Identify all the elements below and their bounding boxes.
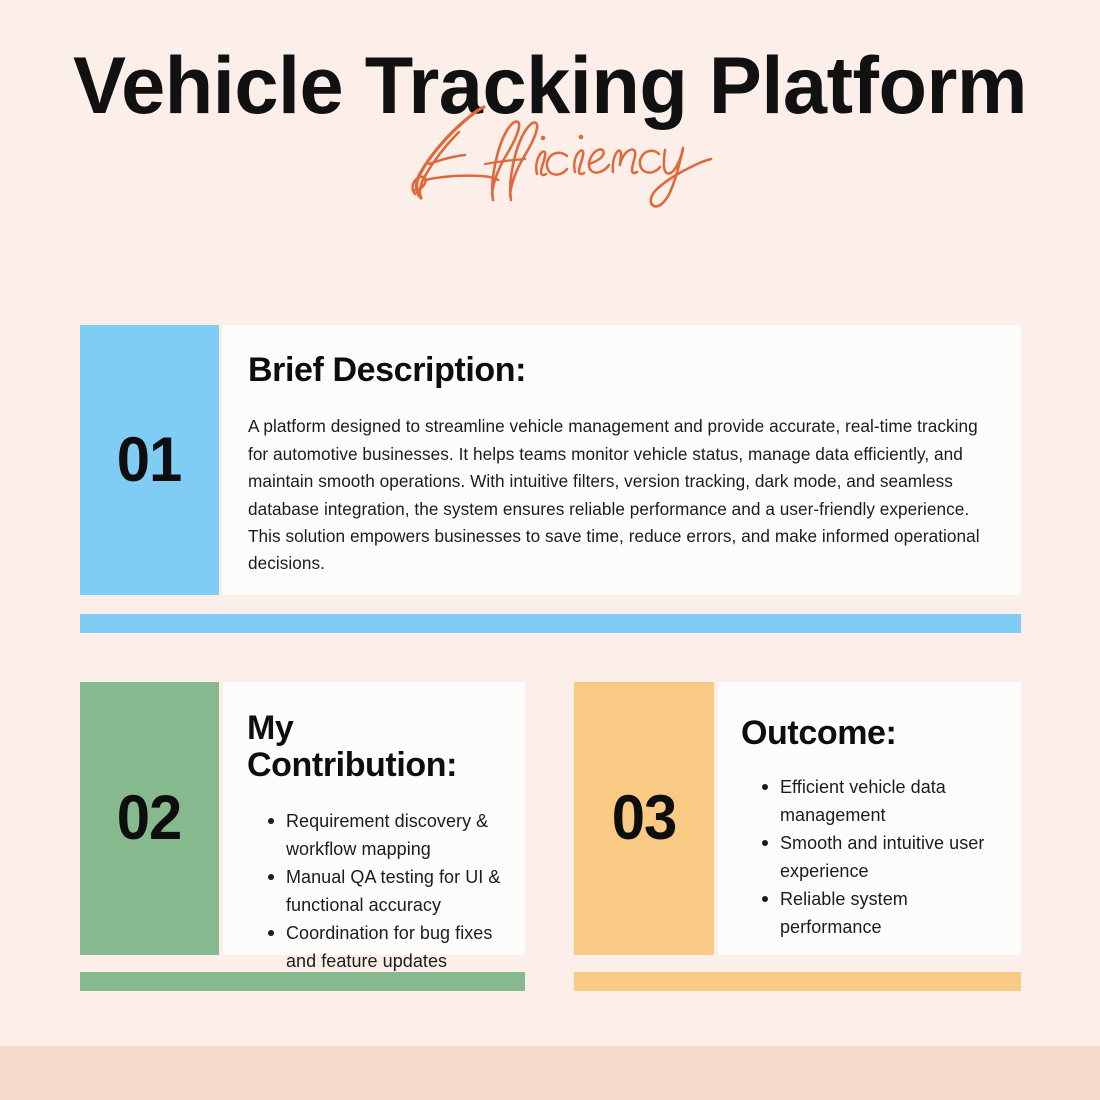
accent-bar-01 bbox=[80, 614, 1021, 633]
card-heading-02: My Contribution: bbox=[247, 709, 458, 785]
card-heading-03: Outcome: bbox=[741, 714, 897, 752]
list-item: Requirement discovery & workflow mapping bbox=[268, 807, 509, 863]
card-number-03: 03 bbox=[611, 783, 678, 853]
card-number-block-03: 03 bbox=[574, 682, 714, 955]
card-heading-01: Brief Description: bbox=[248, 351, 527, 389]
card-body-03: Outcome: Efficient vehicle data manageme… bbox=[718, 682, 1021, 955]
list-item: Efficient vehicle data management bbox=[762, 773, 1007, 829]
contribution-list: Requirement discovery & workflow mapping… bbox=[247, 807, 509, 975]
card-number-block-02: 02 bbox=[80, 682, 219, 955]
accent-bar-03 bbox=[574, 972, 1021, 991]
card-number-02: 02 bbox=[117, 783, 183, 853]
bottom-decorative-band bbox=[0, 1046, 1100, 1100]
card-body-01: Brief Description: A platform designed t… bbox=[222, 325, 1021, 595]
card-my-contribution: 02 My Contribution: Requirement discover… bbox=[80, 682, 525, 971]
card-outcome: 03 Outcome: Efficient vehicle data manag… bbox=[574, 682, 1021, 955]
card-number-block-01: 01 bbox=[80, 325, 219, 595]
list-item: Manual QA testing for UI & functional ac… bbox=[268, 863, 509, 919]
list-item: Smooth and intuitive user experience bbox=[762, 829, 1007, 885]
card-number-01: 01 bbox=[117, 424, 183, 495]
list-item: Coordination for bug fixes and feature u… bbox=[268, 919, 509, 975]
page-header: Vehicle Tracking Platform bbox=[0, 0, 1100, 240]
list-item: Reliable system performance bbox=[762, 885, 1007, 941]
card-brief-description: 01 Brief Description: A platform designe… bbox=[80, 325, 1021, 595]
card-description-01: A platform designed to streamline vehicl… bbox=[248, 416, 980, 574]
page-title: Vehicle Tracking Platform bbox=[73, 41, 1027, 131]
outcome-list: Efficient vehicle data management Smooth… bbox=[741, 773, 1007, 941]
accent-bar-02 bbox=[80, 972, 525, 991]
card-body-02: My Contribution: Requirement discovery &… bbox=[223, 682, 525, 971]
